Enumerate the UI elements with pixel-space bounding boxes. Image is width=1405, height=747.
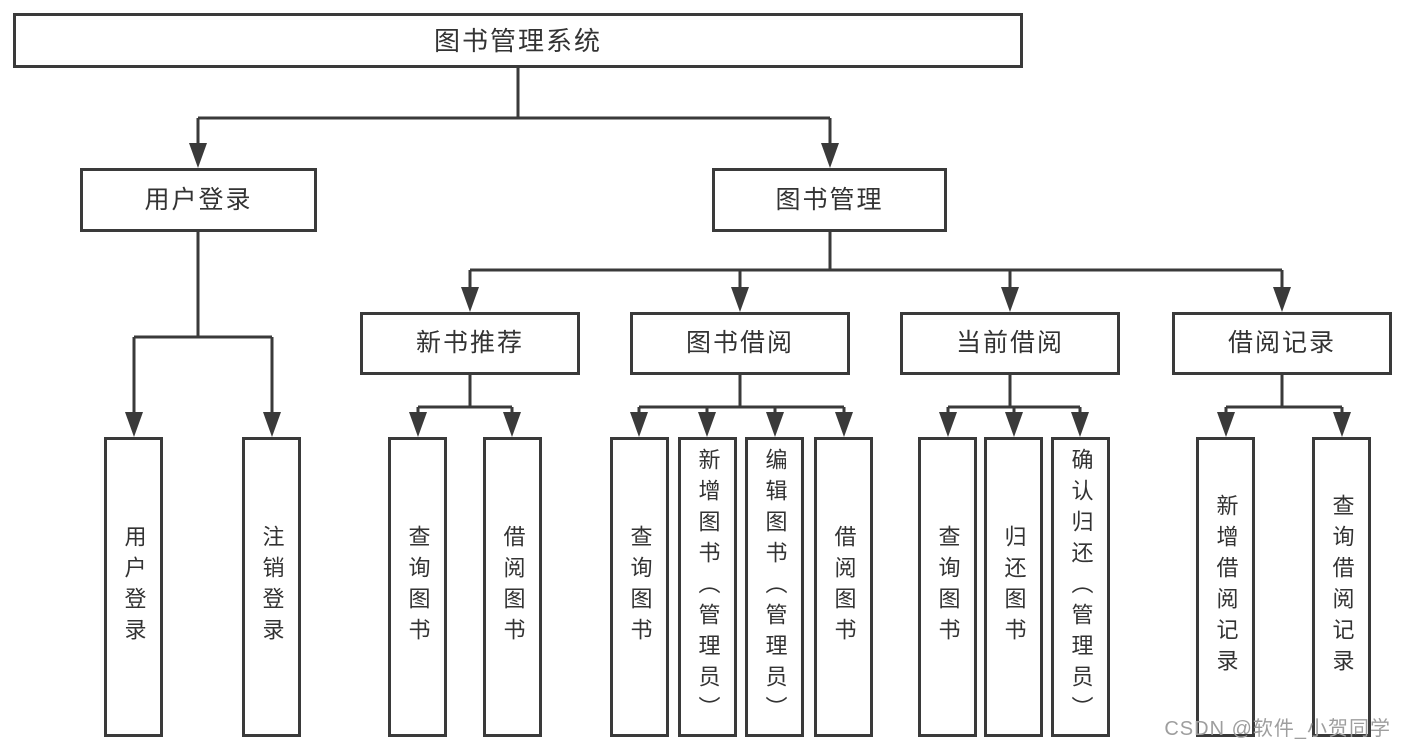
node-user-login-label: 用户登录 (144, 185, 253, 214)
connector-book-mgmt-to-level3 (468, 232, 1284, 290)
leaf-user-login: 用户登录 (104, 437, 163, 737)
node-root: 图书管理系统 (13, 13, 1023, 68)
leaf-records-add: 新增借阅记录 (1196, 437, 1255, 737)
leaf-new-books-query: 查询图书 (388, 437, 447, 737)
leaf-borrow-borrow-books: 借阅图书 (814, 437, 873, 737)
leaf-current-confirm-return-admin: 确认归还（管理员） (1051, 437, 1110, 737)
connector-user-login-children (132, 232, 274, 415)
leaf-records-query-label: 查询借阅记录 (1329, 494, 1355, 680)
node-new-book-recommend-label: 新书推荐 (415, 329, 524, 357)
node-book-management: 图书管理 (712, 168, 947, 232)
leaf-current-return-books: 归还图书 (984, 437, 1043, 737)
leaf-current-query-books: 查询图书 (918, 437, 977, 737)
leaf-logout: 注销登录 (242, 437, 301, 737)
node-current-borrow-label: 当前借阅 (955, 329, 1064, 357)
leaf-borrow-borrow-books-label: 借阅图书 (831, 525, 857, 649)
leaf-borrow-add-books-admin: 新增图书（管理员） (678, 437, 737, 737)
leaf-borrow-edit-books-admin: 编辑图书（管理员） (745, 437, 804, 737)
connector-borrow-records-children (1224, 375, 1344, 415)
leaf-current-query-books-label: 查询图书 (935, 525, 961, 649)
connector-current-borrow-children (946, 375, 1082, 415)
leaf-user-login-label: 用户登录 (121, 525, 147, 649)
leaf-records-add-label: 新增借阅记录 (1213, 494, 1239, 680)
connector-root-to-level2 (196, 68, 832, 146)
leaf-current-return-books-label: 归还图书 (1001, 525, 1027, 649)
leaf-borrow-edit-books-admin-label: 编辑图书（管理员） (762, 447, 788, 727)
leaf-records-query: 查询借阅记录 (1312, 437, 1371, 737)
node-borrow-records-label: 借阅记录 (1227, 329, 1336, 357)
leaf-borrow-query-books-label: 查询图书 (627, 525, 653, 649)
leaf-new-books-query-label: 查询图书 (405, 525, 431, 649)
node-new-book-recommend: 新书推荐 (360, 312, 580, 375)
connector-new-books-children (416, 375, 514, 415)
leaf-logout-label: 注销登录 (259, 525, 285, 649)
leaf-current-confirm-return-admin-label: 确认归还（管理员） (1068, 447, 1094, 727)
node-book-borrow: 图书借阅 (630, 312, 850, 375)
leaf-borrow-add-books-admin-label: 新增图书（管理员） (695, 447, 721, 727)
node-book-borrow-label: 图书借阅 (685, 329, 794, 357)
leaf-new-books-borrow: 借阅图书 (483, 437, 542, 737)
connector-book-borrow-children (637, 375, 846, 415)
csdn-watermark: CSDN @软件_小贺同学 (1164, 718, 1391, 740)
node-borrow-records: 借阅记录 (1172, 312, 1392, 375)
leaf-borrow-query-books: 查询图书 (610, 437, 669, 737)
node-book-management-label: 图书管理 (775, 185, 884, 214)
node-current-borrow: 当前借阅 (900, 312, 1120, 375)
node-user-login: 用户登录 (80, 168, 317, 232)
node-root-label: 图书管理系统 (433, 25, 602, 56)
arrowhead-icons (125, 143, 1351, 437)
leaf-new-books-borrow-label: 借阅图书 (500, 525, 526, 649)
